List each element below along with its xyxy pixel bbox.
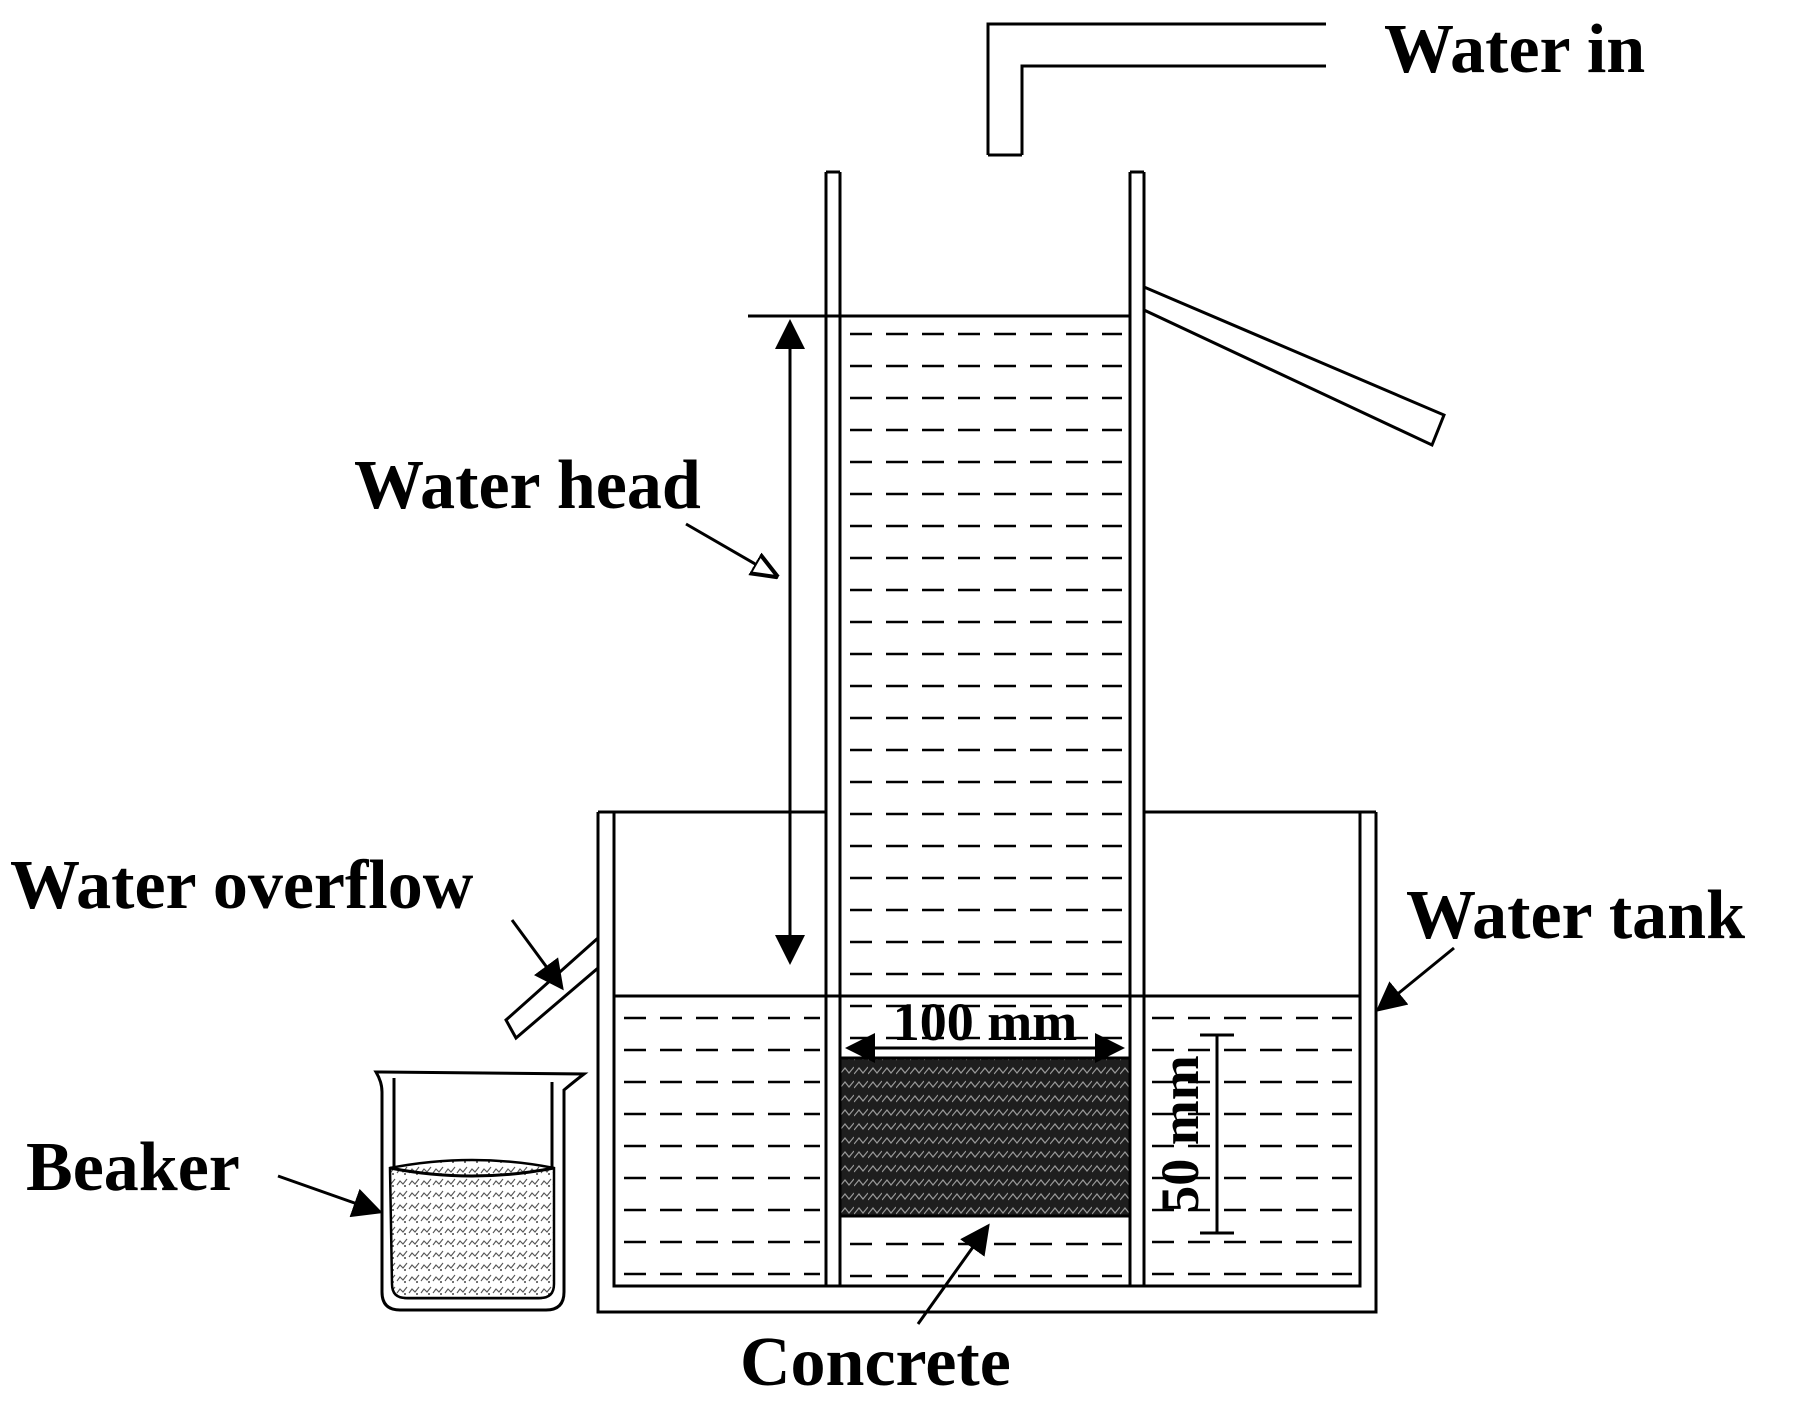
concrete-specimen — [838, 1056, 1132, 1218]
width-dimension: 100 mm — [845, 992, 1125, 1063]
water-tank-label: Water tank — [1406, 877, 1745, 954]
water-head-label: Water head — [354, 447, 701, 524]
concrete-label: Concrete — [740, 1324, 1011, 1401]
height-dimension: 50 mm — [1150, 1033, 1234, 1235]
height-dimension-label: 50 mm — [1150, 1055, 1210, 1212]
concrete-pointer — [916, 1223, 990, 1325]
water-overflow-label: Water overflow — [10, 847, 474, 924]
water-overflow-pointer — [510, 919, 564, 991]
water-inlet-pipe — [986, 22, 1326, 157]
beaker — [373, 1070, 589, 1312]
beaker-label: Beaker — [26, 1129, 240, 1206]
column-overflow-pipe — [1142, 284, 1446, 448]
beaker-pointer — [277, 1174, 383, 1218]
tank-overflow-pipe — [504, 934, 600, 1041]
water-in-label: Water in — [1384, 11, 1645, 88]
water-head-pointer — [685, 522, 776, 576]
width-dimension-label: 100 mm — [893, 992, 1077, 1052]
tank-water — [624, 1016, 1352, 1276]
water-tank-pointer — [1375, 946, 1455, 1012]
